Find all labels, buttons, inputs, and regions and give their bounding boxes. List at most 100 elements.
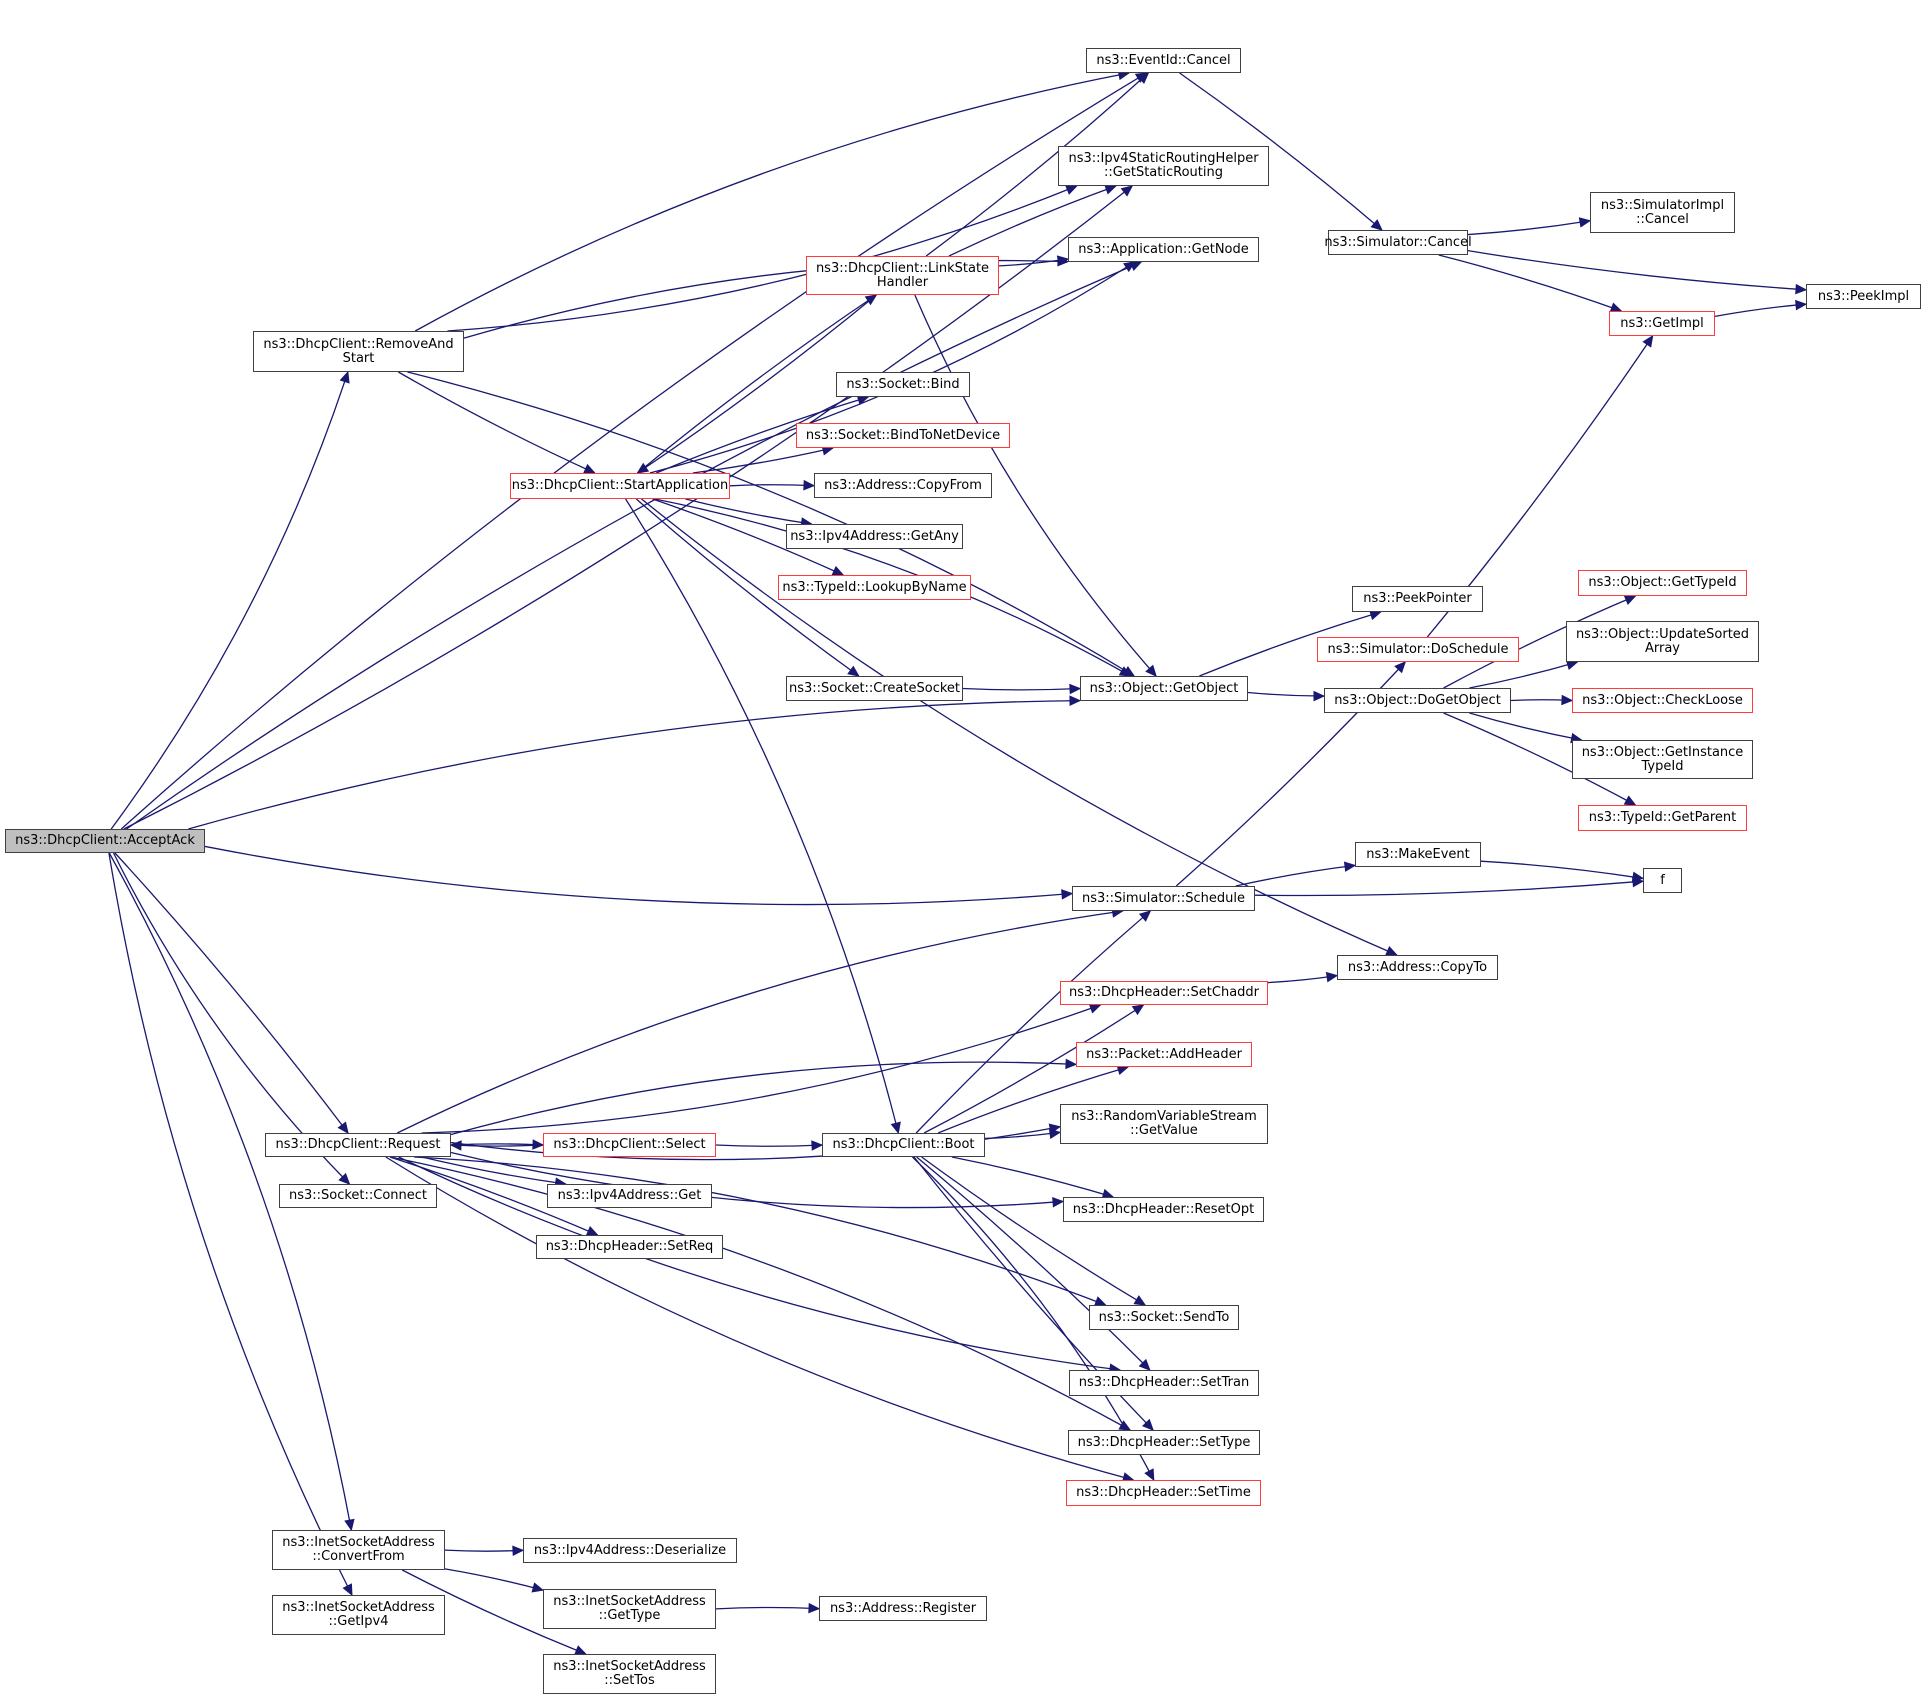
edge-request-to-ipv4get [421, 1156, 566, 1185]
node-address-register[interactable]: ns3::Address::Register [819, 1596, 987, 1621]
node-dhcpclient-removeandstart[interactable]: ns3::DhcpClient::RemoveAnd Start [253, 331, 464, 372]
edge-inetgettype-to-register [715, 1606, 820, 1610]
node-f[interactable]: f [1643, 868, 1682, 893]
arrowhead-schedule-to-makeevent [1343, 861, 1357, 872]
edge-getimpl-to-peekimpl [1714, 303, 1807, 318]
edge-eventidcancel-to-simcancel [1179, 72, 1383, 231]
edge-boot-to-settran [916, 1156, 1151, 1371]
node-socket-bind[interactable]: ns3::Socket::Bind [836, 372, 970, 397]
node-dhcpclient-request[interactable]: ns3::DhcpClient::Request [265, 1133, 451, 1157]
arrowhead-select-to-boot [811, 1140, 824, 1151]
arrowhead-inetgettype-to-register [808, 1602, 821, 1614]
arrowhead-startapplication-to-getnode [1123, 261, 1136, 273]
node-object-dogetobject[interactable]: ns3::Object::DoGetObject [1324, 688, 1511, 713]
edge-simcancel-to-getimpl [1438, 254, 1622, 312]
edge-select-to-request [450, 1144, 544, 1147]
arrowhead-startapplication-to-copyto [1385, 945, 1398, 956]
arrowhead-acceptack-to-request [337, 1121, 349, 1134]
node-dhcpclient-select[interactable]: ns3::DhcpClient::Select [543, 1133, 716, 1157]
edge-dogetobject-to-updatesorted [1469, 661, 1578, 689]
node-inetsocketaddress-getipv4[interactable]: ns3::InetSocketAddress ::GetIpv4 [272, 1595, 445, 1635]
arrowhead-dogetobject-to-gettypeid [1623, 595, 1637, 605]
node-socket-createsocket[interactable]: ns3::Socket::CreateSocket [786, 676, 963, 701]
node-object-getobject[interactable]: ns3::Object::GetObject [1080, 676, 1248, 701]
edge-dogetobject-to-getinstancetypeid [1469, 712, 1582, 741]
edge-getobject-to-peekpointer [1199, 611, 1381, 677]
node-ipv4staticroutinghelper-getstaticrouting[interactable]: ns3::Ipv4StaticRoutingHelper ::GetStatic… [1058, 146, 1269, 186]
edge-startapplication-to-linkstatehandler [637, 294, 877, 474]
edge-startapplication-to-bindtonetdevice [692, 447, 834, 474]
edge-request-to-settran [398, 1156, 1121, 1371]
node-simulator-cancel[interactable]: ns3::Simulator::Cancel [1324, 230, 1472, 255]
node-packet-addheader[interactable]: ns3::Packet::AddHeader [1076, 1042, 1252, 1067]
edge-createsocket-to-getobject [962, 687, 1081, 691]
node-dhcpclient-startapplication[interactable]: ns3::DhcpClient::StartApplication [510, 473, 730, 499]
node-simulatorimpl-cancel[interactable]: ns3::SimulatorImpl ::Cancel [1590, 192, 1735, 233]
node-ipv4address-deserialize[interactable]: ns3::Ipv4Address::Deserialize [523, 1538, 737, 1563]
node-dhcpclient-linkstatehandler[interactable]: ns3::DhcpClient::LinkState Handler [806, 256, 999, 295]
node-inetsocketaddress-settos[interactable]: ns3::InetSocketAddress ::SetTos [543, 1654, 716, 1694]
node-object-getinstancetypeid[interactable]: ns3::Object::GetInstance TypeId [1572, 740, 1753, 779]
node-typeid-lookupbyname[interactable]: ns3::TypeId::LookupByName [778, 575, 971, 600]
node-address-copyfrom[interactable]: ns3::Address::CopyFrom [814, 473, 992, 498]
edge-dogetobject-to-gettypeid [1443, 595, 1636, 689]
node-application-getnode[interactable]: ns3::Application::GetNode [1068, 237, 1259, 262]
node-socket-connect[interactable]: ns3::Socket::Connect [279, 1184, 437, 1208]
edge-startapplication-to-copyfrom [729, 484, 815, 487]
node-makeevent[interactable]: ns3::MakeEvent [1355, 842, 1481, 867]
node-inetsocketaddress-convertfrom[interactable]: ns3::InetSocketAddress ::ConvertFrom [272, 1530, 445, 1570]
arrowhead-doschedule-to-getimpl [1642, 334, 1654, 348]
edge-request-to-settime [385, 1156, 1134, 1481]
node-peekimpl[interactable]: ns3::PeekImpl [1806, 284, 1921, 309]
edge-removeandstart-to-getstaticrouting [447, 185, 1077, 332]
node-object-updatesortedarray[interactable]: ns3::Object::UpdateSorted Array [1566, 621, 1759, 662]
node-socket-sendto[interactable]: ns3::Socket::SendTo [1089, 1305, 1239, 1330]
node-inetsocketaddress-gettype[interactable]: ns3::InetSocketAddress ::GetType [543, 1589, 716, 1629]
arrowhead-acceptack-to-connect [338, 1172, 351, 1185]
node-dhcpheader-setreq[interactable]: ns3::DhcpHeader::SetReq [536, 1235, 723, 1259]
node-dhcpclient-boot[interactable]: ns3::DhcpClient::Boot [822, 1133, 985, 1157]
arrowhead-acceptack-to-getobject [1069, 695, 1082, 706]
node-dhcpheader-settran[interactable]: ns3::DhcpHeader::SetTran [1069, 1370, 1259, 1396]
arrowhead-linkstatehandler-to-eventidcancel [1137, 72, 1150, 84]
arrowhead-createsocket-to-getobject [1069, 683, 1082, 695]
edge-convertfrom-to-deserialize [444, 1549, 524, 1552]
arrowhead-schedule-to-doschedule [1394, 661, 1407, 674]
edge-startapplication-to-getobject [654, 498, 1131, 677]
arrowhead-boot-to-settran [1138, 1358, 1151, 1371]
arrowhead-acceptack-to-convertfrom [344, 1518, 355, 1532]
node-address-copyto[interactable]: ns3::Address::CopyTo [1337, 955, 1498, 980]
node-peekpointer[interactable]: ns3::PeekPointer [1352, 586, 1483, 612]
node-ipv4address-get[interactable]: ns3::Ipv4Address::Get [547, 1184, 712, 1208]
node-object-checkloose[interactable]: ns3::Object::CheckLoose [1572, 688, 1753, 713]
edge-removeandstart-to-startapplication [398, 371, 595, 474]
node-ipv4address-getany[interactable]: ns3::Ipv4Address::GetAny [786, 524, 963, 549]
node-getimpl[interactable]: ns3::GetImpl [1609, 311, 1715, 336]
edge-boot-to-resetopt [951, 1156, 1114, 1198]
edge-removeandstart-to-eventidcancel [414, 72, 1130, 332]
edge-select-to-boot [715, 1144, 823, 1147]
node-randomvariablestream-getvalue[interactable]: ns3::RandomVariableStream ::GetValue [1060, 1104, 1268, 1144]
edge-startapplication-to-boot [625, 498, 899, 1134]
node-dhcpheader-settime[interactable]: ns3::DhcpHeader::SetTime [1066, 1480, 1261, 1506]
arrowhead-removeandstart-to-startapplication [582, 463, 596, 474]
edge-acceptack-to-request [114, 852, 349, 1134]
node-simulator-doschedule[interactable]: ns3::Simulator::DoSchedule [1317, 637, 1519, 662]
node-socket-bindtonetdevice[interactable]: ns3::Socket::BindToNetDevice [796, 423, 1010, 448]
arrowhead-startapplication-to-boot [890, 1121, 901, 1135]
edge-dogetobject-to-getparent [1443, 712, 1636, 806]
node-dhcpheader-resetopt[interactable]: ns3::DhcpHeader::ResetOpt [1063, 1197, 1264, 1222]
arrowhead-boot-to-getvalue [1048, 1128, 1062, 1139]
node-object-gettypeid[interactable]: ns3::Object::GetTypeId [1578, 570, 1747, 596]
node-dhcpheader-settype[interactable]: ns3::DhcpHeader::SetType [1068, 1430, 1260, 1455]
arrowhead-removeandstart-to-getstaticrouting [1064, 185, 1078, 195]
node-eventid-cancel[interactable]: ns3::EventId::Cancel [1086, 48, 1241, 73]
node-typeid-getparent[interactable]: ns3::TypeId::GetParent [1578, 805, 1747, 831]
node-simulator-schedule[interactable]: ns3::Simulator::Schedule [1072, 886, 1255, 911]
edge-boot-to-schedule [915, 910, 1151, 1134]
arrowhead-acceptack-to-schedule [1061, 889, 1074, 900]
arrowhead-request-to-addheader [1065, 1058, 1078, 1070]
node-dhcpheader-setchaddr[interactable]: ns3::DhcpHeader::SetChaddr [1060, 981, 1268, 1005]
